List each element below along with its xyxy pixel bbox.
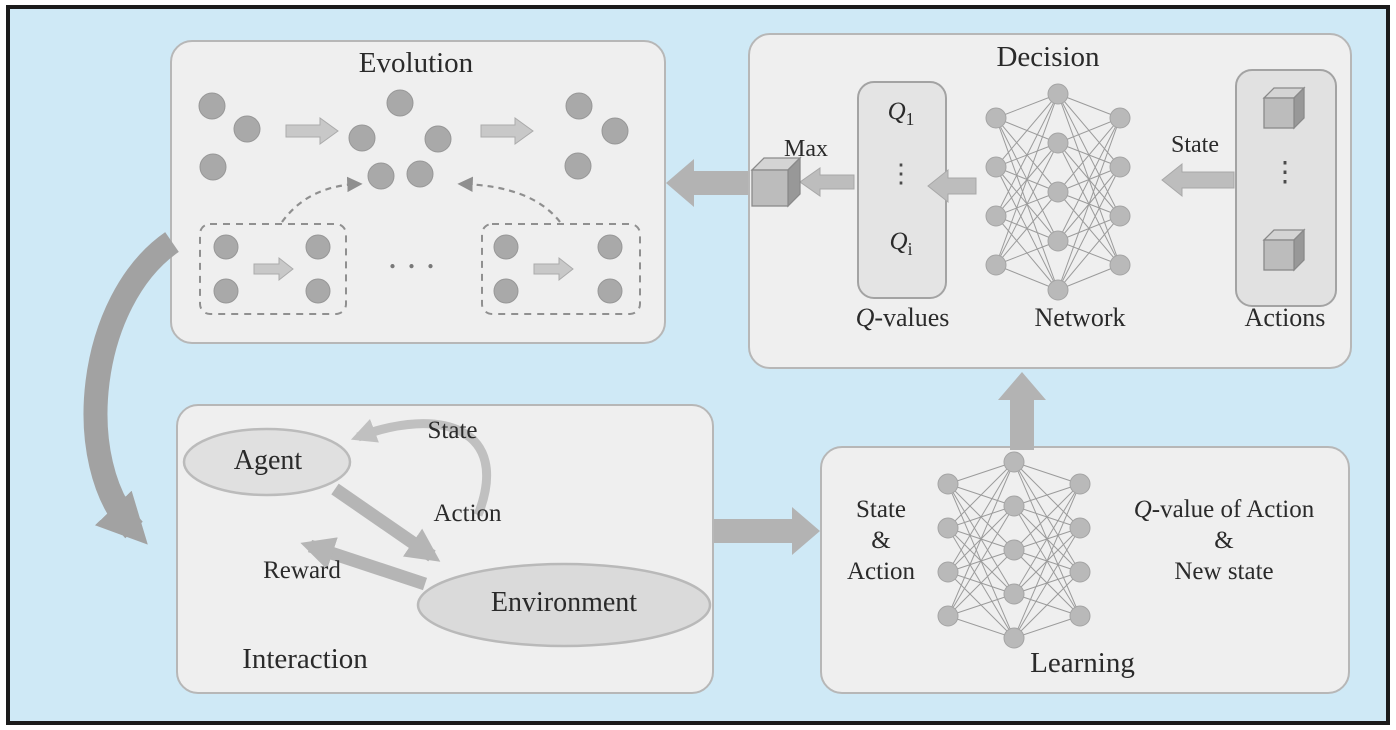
qi-label: Qi — [856, 228, 946, 259]
learning-input-line3: Action — [846, 558, 916, 585]
qvalues-letter: Q — [855, 303, 875, 332]
learning-output-line1: Q-value of Action — [1100, 494, 1348, 525]
interaction-reward-label: Reward — [263, 557, 341, 584]
decision-title: Decision — [996, 41, 1100, 73]
network-label: Network — [1034, 303, 1126, 332]
learning-output-line2: & — [1214, 527, 1234, 554]
evolution-panel — [170, 40, 666, 344]
agent-label: Agent — [233, 445, 303, 476]
evolution-title: Evolution — [358, 47, 474, 79]
q1-letter: Q — [887, 98, 906, 125]
max-label: Max — [784, 136, 828, 162]
evolution-ellipsis: . . . — [389, 245, 437, 274]
qi-subscript: i — [907, 239, 913, 259]
actions-vdots: ⋮ — [1271, 157, 1299, 188]
interaction-title: Interaction — [242, 643, 368, 675]
interaction-state-label: State — [427, 417, 478, 444]
learning-output-q-letter: Q — [1133, 496, 1152, 523]
learning-input-line1: State — [856, 496, 906, 523]
learning-output-label: Q-value of Action & New state — [1100, 494, 1348, 587]
q1-label: Q1 — [856, 98, 946, 129]
qvalues-label: Q-values — [820, 303, 985, 333]
q1-subscript: 1 — [905, 109, 915, 129]
learning-output-line1-suffix: -value of Action — [1151, 496, 1315, 523]
qvalues-vdots: ⋮ — [888, 159, 914, 188]
qvalues-suffix: -values — [874, 303, 950, 332]
learning-output-line3: New state — [1174, 558, 1274, 585]
learning-title: Learning — [1030, 647, 1135, 679]
learning-input-line2: & — [871, 527, 891, 554]
actions-label: Actions — [1244, 303, 1326, 332]
qi-letter: Q — [889, 228, 908, 255]
learning-input-label: State & Action — [828, 494, 934, 587]
decision-state-label: State — [1171, 132, 1219, 158]
environment-label: Environment — [490, 587, 638, 618]
interaction-action-label: Action — [433, 500, 502, 527]
